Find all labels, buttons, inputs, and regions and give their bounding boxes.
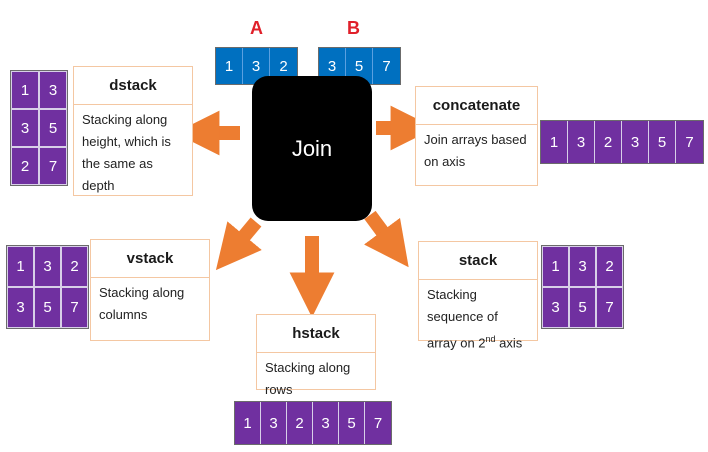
array-cell: 3 [313,402,339,444]
array-cell: 2 [595,121,622,163]
array-cell: 5 [339,402,365,444]
array-cell: 5 [569,287,596,328]
array-cell: 2 [287,402,313,444]
stack-description: Stacking sequence of array on 2nd axis [419,280,537,358]
array-cell: 1 [216,48,243,84]
array-cell: 7 [596,287,623,328]
dstack-description: Stacking along height, which is the same… [82,112,171,193]
array-cell: 7 [676,121,703,163]
join-box: Join [252,76,372,221]
array-cell: 1 [235,402,261,444]
dstack-title: dstack [74,67,192,105]
stack-result-array: 1 3 2 3 5 7 [541,245,624,329]
array-cell: 5 [34,287,61,328]
array-cell: 3 [7,287,34,328]
stack-title: stack [419,242,537,280]
array-cell: 2 [11,147,39,185]
concatenate-title: concatenate [416,87,537,125]
stack-description-suffix: axis [495,335,523,351]
array-cell: 5 [39,109,67,147]
hstack-title: hstack [257,315,375,353]
arrow-to-vstack [215,217,262,271]
array-cell: 1 [7,246,34,287]
stack-description-text: Stacking sequence of array on 2 [427,287,498,351]
vstack-description: Stacking along columns [99,285,185,322]
array-cell: 7 [365,402,391,444]
array-cell: 5 [649,121,676,163]
array-cell: 1 [542,246,569,287]
array-cell: 3 [542,287,569,328]
array-cell: 2 [596,246,623,287]
arrow-to-stack [364,210,409,268]
array-cell: 3 [568,121,595,163]
concatenate-result-array: 1 3 2 3 5 7 [540,120,704,164]
array-cell: 3 [569,246,596,287]
array-cell: 7 [373,48,400,84]
dstack-card: dstack Stacking along height, which is t… [73,66,193,196]
vstack-result-array: 1 3 2 3 5 7 [6,245,89,329]
array-cell: 3 [34,246,61,287]
input-label-b: B [347,18,360,38]
array-cell: 3 [622,121,649,163]
vstack-title: vstack [91,240,209,278]
array-cell: 7 [61,287,88,328]
concatenate-description: Join arrays based on axis [424,132,527,169]
hstack-description: Stacking along rows [265,360,351,397]
dstack-result-array: 1 3 3 5 2 7 [10,70,68,186]
array-cell: 3 [11,109,39,147]
stack-card: stack Stacking sequence of array on 2nd … [418,241,538,350]
array-cell: 1 [541,121,568,163]
input-label-a: A [250,18,263,38]
stack-description-superscript: nd [485,334,496,344]
array-cell: 3 [261,402,287,444]
hstack-card: hstack Stacking along rows [256,314,376,397]
vstack-card: vstack Stacking along columns [90,239,210,341]
array-cell: 2 [61,246,88,287]
concatenate-card: concatenate Join arrays based on axis [415,86,538,186]
hstack-result-array: 1 3 2 3 5 7 [234,401,392,445]
array-cell: 3 [39,71,67,109]
array-cell: 1 [11,71,39,109]
array-cell: 7 [39,147,67,185]
